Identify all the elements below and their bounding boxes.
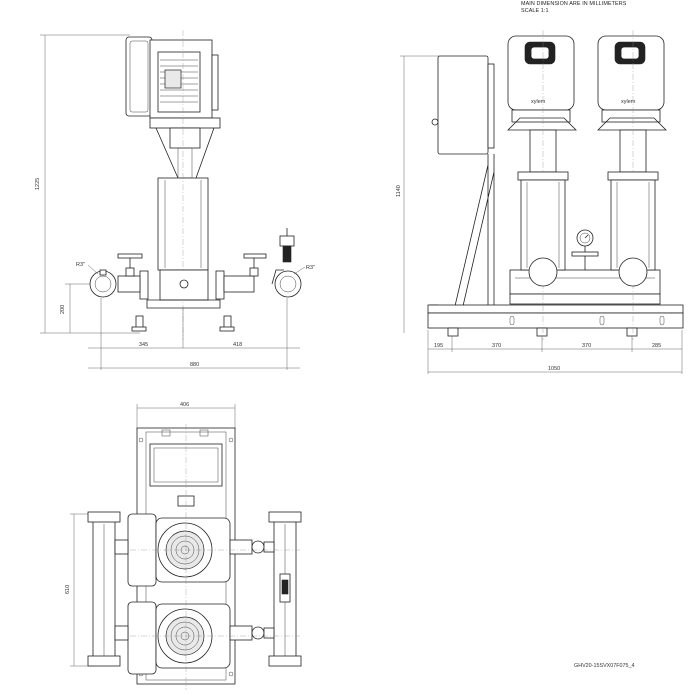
side-height-label: 1140 xyxy=(396,185,402,197)
units-note: MAIN DIMENSION ARE IN MILLIMETERS xyxy=(521,1,627,7)
thread-left-label: R3" xyxy=(76,262,85,268)
front-width-label: 880 xyxy=(190,362,199,368)
side-seg1-label: 195 xyxy=(434,343,443,349)
top-depth-label: 610 xyxy=(65,585,71,594)
brand-label-a: xylem xyxy=(531,99,546,105)
top-pump-2 xyxy=(114,601,275,675)
front-height-label: 1225 xyxy=(35,178,41,190)
brand-label-b: xylem xyxy=(621,99,636,105)
side-seg3-label: 370 xyxy=(582,343,591,349)
side-seg2-label: 370 xyxy=(492,343,501,349)
scale-note: SCALE 1:1 xyxy=(521,8,549,14)
side-length-label: 1050 xyxy=(548,366,560,372)
front-view: 1225 200 xyxy=(35,30,315,370)
pump-a: xylem xyxy=(507,30,577,340)
front-dim-left-label: 345 xyxy=(139,342,148,348)
thread-right-label: R3" xyxy=(306,265,315,271)
front-dim-right-label: 418 xyxy=(233,342,242,348)
front-inlet-height-label: 200 xyxy=(60,305,66,314)
top-view: 406 610 xyxy=(65,402,302,690)
pump-b: xylem xyxy=(597,30,667,340)
top-width-label: 406 xyxy=(180,402,189,408)
side-view: 1140 xylem xyxy=(396,30,684,374)
side-seg4-label: 285 xyxy=(652,343,661,349)
drawing-code: GHV20-15SVX07F075_4 xyxy=(574,663,635,669)
